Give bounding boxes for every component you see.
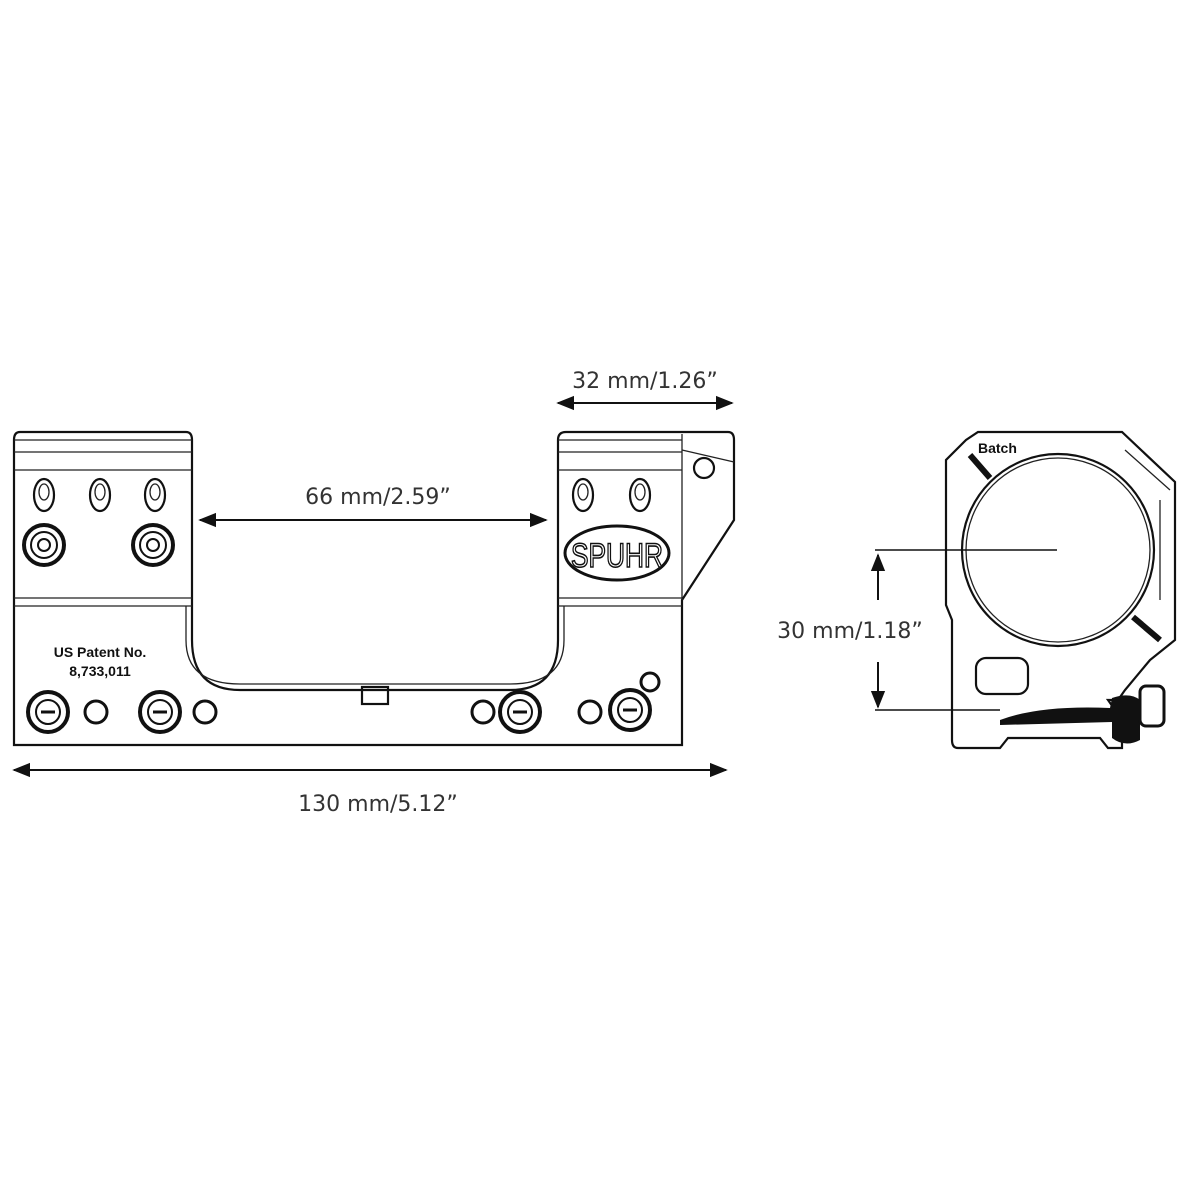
clamp-bolt: [1000, 695, 1140, 744]
base-screws: [26, 671, 661, 734]
batch-label: Batch: [978, 440, 1017, 456]
svg-text:66 mm/2.59”: 66 mm/2.59”: [305, 485, 451, 510]
ring-outline: [944, 430, 1177, 750]
dimension-overall-length: 130 mm/5.12”: [12, 762, 728, 817]
lever-edge: [681, 449, 735, 463]
lever-pin: [692, 456, 716, 480]
mount-side-view: SPUHR US Patent No. 8,733,011: [12, 430, 736, 747]
mount-outline: [12, 430, 736, 747]
svg-text:130 mm/5.12”: 130 mm/5.12”: [298, 792, 458, 817]
recoil-lug: [360, 685, 390, 706]
clamp-knob: [1138, 684, 1166, 728]
ring-split: [967, 453, 1162, 643]
ring-grooves: [14, 434, 683, 685]
ring-screws: [22, 523, 175, 567]
spuhr-logo: SPUHR: [563, 524, 671, 582]
svg-text:30 mm/1.18”: 30 mm/1.18”: [777, 619, 923, 644]
svg-text:32 mm/1.26”: 32 mm/1.26”: [572, 369, 718, 394]
patent-number: 8,733,011: [69, 663, 131, 679]
dimension-ring-spacing: 66 mm/2.59”: [198, 485, 548, 528]
cross-slot: [974, 656, 1030, 696]
svg-text:SPUHR: SPUHR: [571, 537, 663, 575]
slot-holes: [32, 477, 652, 513]
patent-label: US Patent No.: [54, 644, 147, 660]
mount-end-view: Batch: [944, 430, 1177, 750]
dimension-ring-width: 32 mm/1.26”: [556, 369, 734, 411]
dimension-center-height: 30 mm/1.18”: [777, 549, 1057, 711]
